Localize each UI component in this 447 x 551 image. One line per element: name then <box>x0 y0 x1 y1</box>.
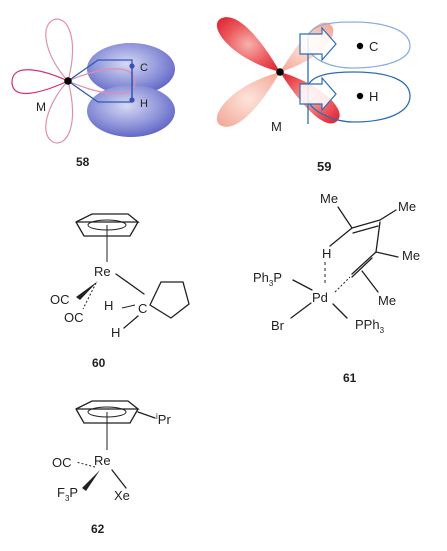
orbital-diagram-59: C H M 59 <box>216 17 411 174</box>
structure-61: Me Me Me Me H Pd Ph3P Br PPh3 61 <box>253 191 420 385</box>
hydrogen-dot <box>129 97 135 103</box>
metal-label-59: M <box>271 119 282 134</box>
hydrogen-label-59: H <box>369 89 378 104</box>
cyclopentyl-ring <box>121 281 190 329</box>
substituted-cp-ring <box>75 400 156 450</box>
metal-d-orbital <box>11 18 136 144</box>
hydrogen-label: H <box>140 98 148 110</box>
methyl-2: Me <box>398 199 416 214</box>
bromide: Br <box>271 318 285 333</box>
carbon-dot-59 <box>356 42 364 50</box>
metal-center-dot-59 <box>276 68 284 76</box>
hydrogen-dot-59 <box>356 92 364 100</box>
metal-center-dot <box>64 77 72 85</box>
ch-bonding-orbital <box>87 43 175 137</box>
donation-arrow-lower <box>299 76 337 112</box>
phosphine-left: Ph3P <box>253 270 282 288</box>
ch-bond-overlay <box>66 59 133 103</box>
pf3-ligand: F3P <box>57 485 78 503</box>
isopropyl: iPr <box>156 412 171 427</box>
carbon-hydrogen: H <box>111 325 120 340</box>
xenon-ligand: Xe <box>114 488 130 503</box>
carbon-atom: C <box>138 301 147 316</box>
re-ligand-bonds <box>76 273 145 310</box>
co-ligand: OC <box>52 455 72 470</box>
phosphine-right: PPh3 <box>355 317 385 335</box>
structure-62: iPr Re OC F3P Xe 62 <box>52 400 171 536</box>
structure-60: Re OC OC H C H 60 <box>50 213 190 370</box>
carbon-dot <box>129 63 135 69</box>
cyclopentadienyl-ring <box>75 213 140 262</box>
compound-number-59: 59 <box>317 159 331 174</box>
metal-label: M <box>36 100 46 114</box>
orbital-diagram-58: C H M 58 <box>11 18 175 169</box>
methyl-4: Me <box>378 293 396 308</box>
agostic-hydrogen: H <box>104 298 113 313</box>
methyl-1: Me <box>320 191 338 206</box>
donation-arrow-upper <box>299 26 337 62</box>
co-ligand-2: OC <box>64 310 84 325</box>
carbon-label-59: C <box>369 39 378 54</box>
compound-number-58: 58 <box>76 155 90 169</box>
pd-bonds <box>290 276 351 319</box>
metal-re: Re <box>94 264 111 279</box>
dienyl-backbone <box>329 206 399 293</box>
compound-number-60: 60 <box>92 356 106 370</box>
methyl-3: Me <box>402 248 420 263</box>
compound-number-62: 62 <box>91 522 105 536</box>
co-ligand-1: OC <box>50 292 70 307</box>
re-bonds-62 <box>75 461 127 491</box>
metal-pd: Pd <box>312 290 328 305</box>
compound-number-61: 61 <box>343 371 357 385</box>
agostic-hydrogen-61: H <box>322 246 331 261</box>
metal-re-62: Re <box>94 453 111 468</box>
carbon-label: C <box>140 62 148 74</box>
